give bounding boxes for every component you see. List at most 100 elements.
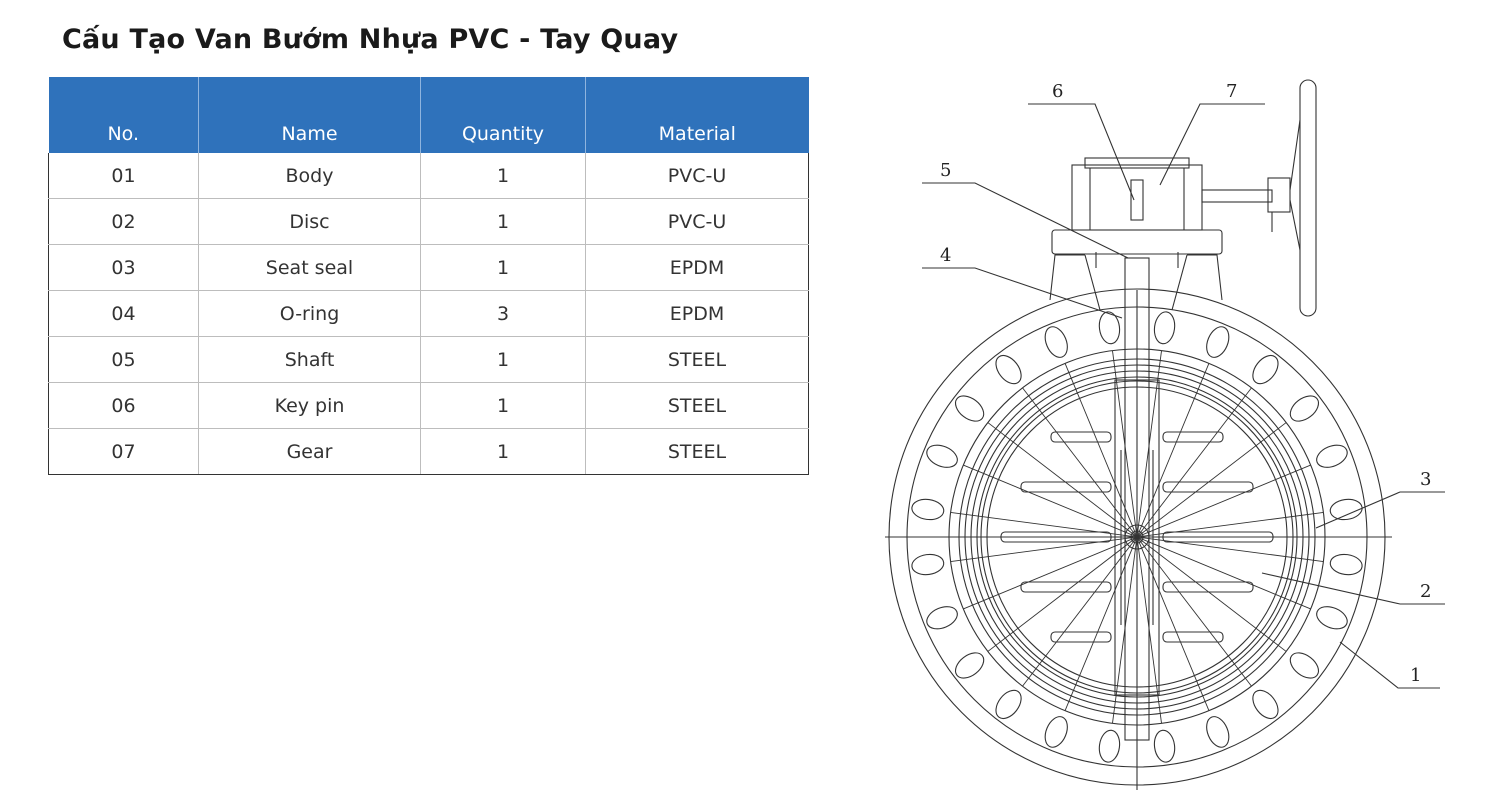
disc-rib xyxy=(1020,581,1112,593)
bolt-slot xyxy=(995,354,1022,385)
bolt-slot xyxy=(1329,553,1363,576)
bolt-slot xyxy=(954,652,985,679)
leader-line-1 xyxy=(1339,641,1440,689)
bolt-slot xyxy=(1153,311,1176,345)
cell-no: 07 xyxy=(48,428,199,475)
leader-line-3 xyxy=(1315,491,1445,529)
bolt-slot xyxy=(926,606,958,630)
disc-rib xyxy=(1050,431,1112,443)
callout-7: 7 xyxy=(1226,81,1237,102)
bolt-slot xyxy=(1316,606,1348,630)
bolt-slot xyxy=(1206,326,1230,358)
cell-material: PVC-U xyxy=(585,198,809,245)
bolt-slot xyxy=(1153,729,1176,763)
disc-rib xyxy=(1162,481,1254,493)
cell-quantity: 1 xyxy=(420,198,586,245)
cell-no: 05 xyxy=(48,336,199,383)
leader-line-2 xyxy=(1261,572,1445,605)
header-material: Material xyxy=(585,77,809,153)
table-header-row: No. Name Quantity Material xyxy=(48,77,809,153)
disc-hub-inner xyxy=(1130,530,1144,544)
handwheel-hub xyxy=(1267,177,1291,213)
cell-quantity: 3 xyxy=(420,290,586,337)
bolt-slot xyxy=(1044,326,1068,358)
cell-name: Disc xyxy=(198,198,421,245)
leader-line-7 xyxy=(1159,103,1265,186)
leader-line-4 xyxy=(922,267,1123,319)
cell-no: 02 xyxy=(48,198,199,245)
bolt-slot xyxy=(1329,498,1363,521)
bolt-slot xyxy=(926,444,958,468)
neck-bracket xyxy=(1084,254,1188,311)
header-quantity: Quantity xyxy=(420,77,586,153)
bolt-slot xyxy=(1289,395,1320,422)
cell-name: Key pin xyxy=(198,382,421,429)
disc-rib xyxy=(1162,631,1224,643)
cell-quantity: 1 xyxy=(420,336,586,383)
callout-4: 4 xyxy=(940,245,951,266)
bolt-slot xyxy=(911,498,945,521)
bolt-slot xyxy=(1289,652,1320,679)
disc-rib xyxy=(1162,431,1224,443)
header-name: Name xyxy=(198,77,421,153)
bolt-slot xyxy=(1252,689,1279,720)
callout-5: 5 xyxy=(940,160,951,181)
bolt-slot xyxy=(1098,729,1121,763)
cell-name: Seat seal xyxy=(198,244,421,291)
cell-no: 01 xyxy=(48,153,199,199)
callout-1: 1 xyxy=(1410,665,1421,686)
bolt-slot xyxy=(1044,716,1068,748)
cell-no: 04 xyxy=(48,290,199,337)
gearbox-top xyxy=(1084,157,1190,169)
key-pin xyxy=(1130,179,1144,221)
disc-rib xyxy=(1050,631,1112,643)
bolt-slot xyxy=(1252,354,1279,385)
shaft xyxy=(1124,257,1150,741)
disc-hub xyxy=(1124,524,1150,550)
cell-quantity: 1 xyxy=(420,244,586,291)
callout-2: 2 xyxy=(1420,581,1431,602)
cell-no: 03 xyxy=(48,244,199,291)
disc-rib xyxy=(1162,531,1274,543)
cell-material: PVC-U xyxy=(585,153,809,199)
bolt-slot xyxy=(1098,311,1121,345)
cell-name: O-ring xyxy=(198,290,421,337)
callout-3: 3 xyxy=(1420,469,1431,490)
bolt-slot xyxy=(1316,444,1348,468)
cell-name: Body xyxy=(198,153,421,199)
cell-material: STEEL xyxy=(585,336,809,383)
cell-name: Shaft xyxy=(198,336,421,383)
neck-bracket xyxy=(1049,254,1223,301)
cell-material: STEEL xyxy=(585,428,809,475)
cell-quantity: 1 xyxy=(420,153,586,199)
handwheel-spoke xyxy=(1289,119,1301,251)
handwheel-shaft xyxy=(1201,189,1273,203)
disc-rib xyxy=(1000,531,1112,543)
shaft-sleeve xyxy=(1114,379,1160,696)
cell-no: 06 xyxy=(48,382,199,429)
bolt-slot xyxy=(911,553,945,576)
disc-ribs xyxy=(1000,431,1274,643)
bolt-slot xyxy=(954,395,985,422)
cell-material: EPDM xyxy=(585,290,809,337)
disc-rib xyxy=(1020,481,1112,493)
cell-quantity: 1 xyxy=(420,382,586,429)
handwheel xyxy=(1299,79,1317,317)
leader-line-5 xyxy=(922,182,1129,259)
leader-line-6 xyxy=(1028,103,1135,201)
disc-rib xyxy=(1162,581,1254,593)
cell-material: EPDM xyxy=(585,244,809,291)
butterfly-valve-drawing: 6 7 5 4 3 2 1 xyxy=(885,79,1445,790)
bolt-slot xyxy=(1206,716,1230,748)
cell-material: STEEL xyxy=(585,382,809,429)
page-title: Cấu Tạo Van Bướm Nhựa PVC - Tay Quay xyxy=(62,24,679,55)
bolt-slots xyxy=(911,311,1363,763)
cell-quantity: 1 xyxy=(420,428,586,475)
